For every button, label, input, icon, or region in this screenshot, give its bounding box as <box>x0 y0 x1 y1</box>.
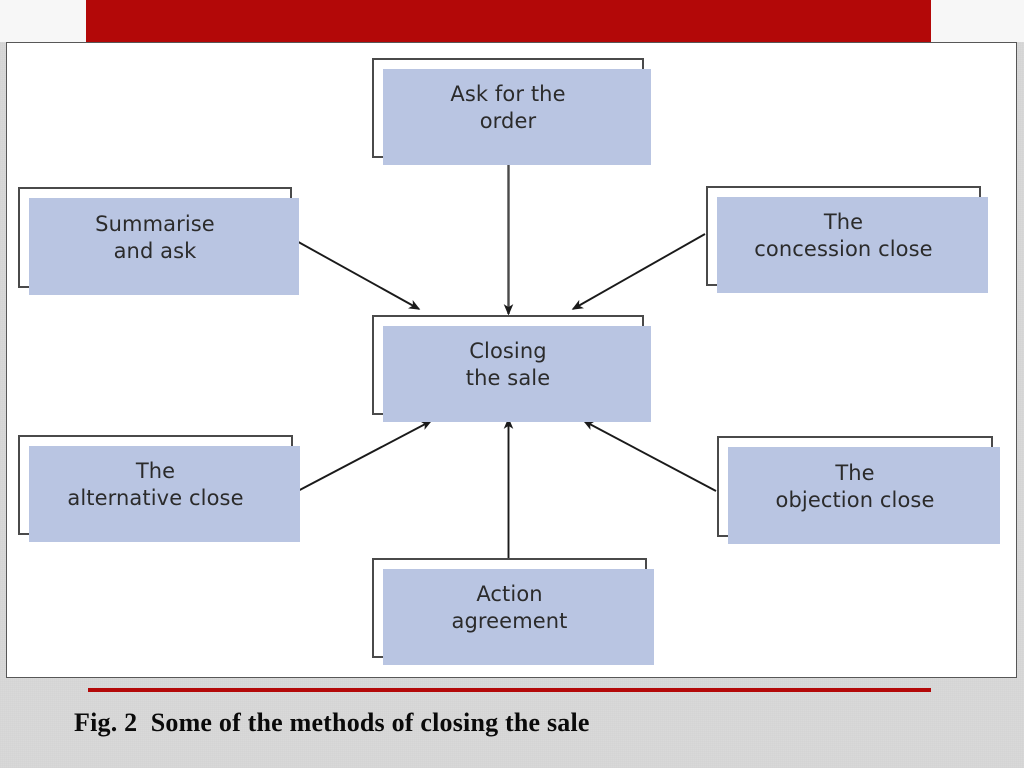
node-shadow <box>717 197 988 293</box>
arrow-objection-to-closing <box>582 420 717 492</box>
arrow-alternative-to-closing <box>293 420 433 494</box>
node-label: Action agreement <box>451 582 568 633</box>
node-label: The concession close <box>754 210 933 261</box>
figure-caption: Fig. 2 Some of the methods of closing th… <box>74 708 590 737</box>
node-label: The objection close <box>775 460 935 512</box>
node-the-objection-close[interactable]: The objection close <box>717 436 1000 544</box>
node-ask-for-the-order[interactable]: Ask for the order <box>372 58 651 165</box>
arrow-summarise-to-closing <box>292 238 421 310</box>
node-closing-the-sale[interactable]: Closing the sale <box>372 315 651 422</box>
node-shadow <box>383 326 651 422</box>
arrow-concession-to-closing <box>571 233 706 310</box>
node-shadow <box>383 569 654 665</box>
node-action-agreement[interactable]: Action agreement <box>372 558 654 665</box>
node-shadow <box>29 446 300 542</box>
node-shadow <box>383 69 651 165</box>
node-the-alternative-close[interactable]: The alternative close <box>18 435 300 542</box>
node-label: Ask for the order <box>450 82 566 133</box>
node-shadow <box>29 198 299 295</box>
caption-divider-rule <box>88 688 931 692</box>
node-summarise-and-ask[interactable]: Summarise and ask <box>18 187 299 295</box>
closing-the-sale-diagram: Ask for the order Summarise and ask The … <box>7 43 1016 677</box>
node-label: Summarise and ask <box>95 211 215 263</box>
node-label: The alternative close <box>67 459 244 510</box>
node-label: Closing the sale <box>465 339 551 390</box>
node-shadow <box>728 447 1000 544</box>
top-banner-strip <box>0 0 1024 42</box>
red-banner <box>86 0 931 42</box>
content-panel: Ask for the order Summarise and ask The … <box>6 42 1017 678</box>
node-the-concession-close[interactable]: The concession close <box>706 186 988 293</box>
